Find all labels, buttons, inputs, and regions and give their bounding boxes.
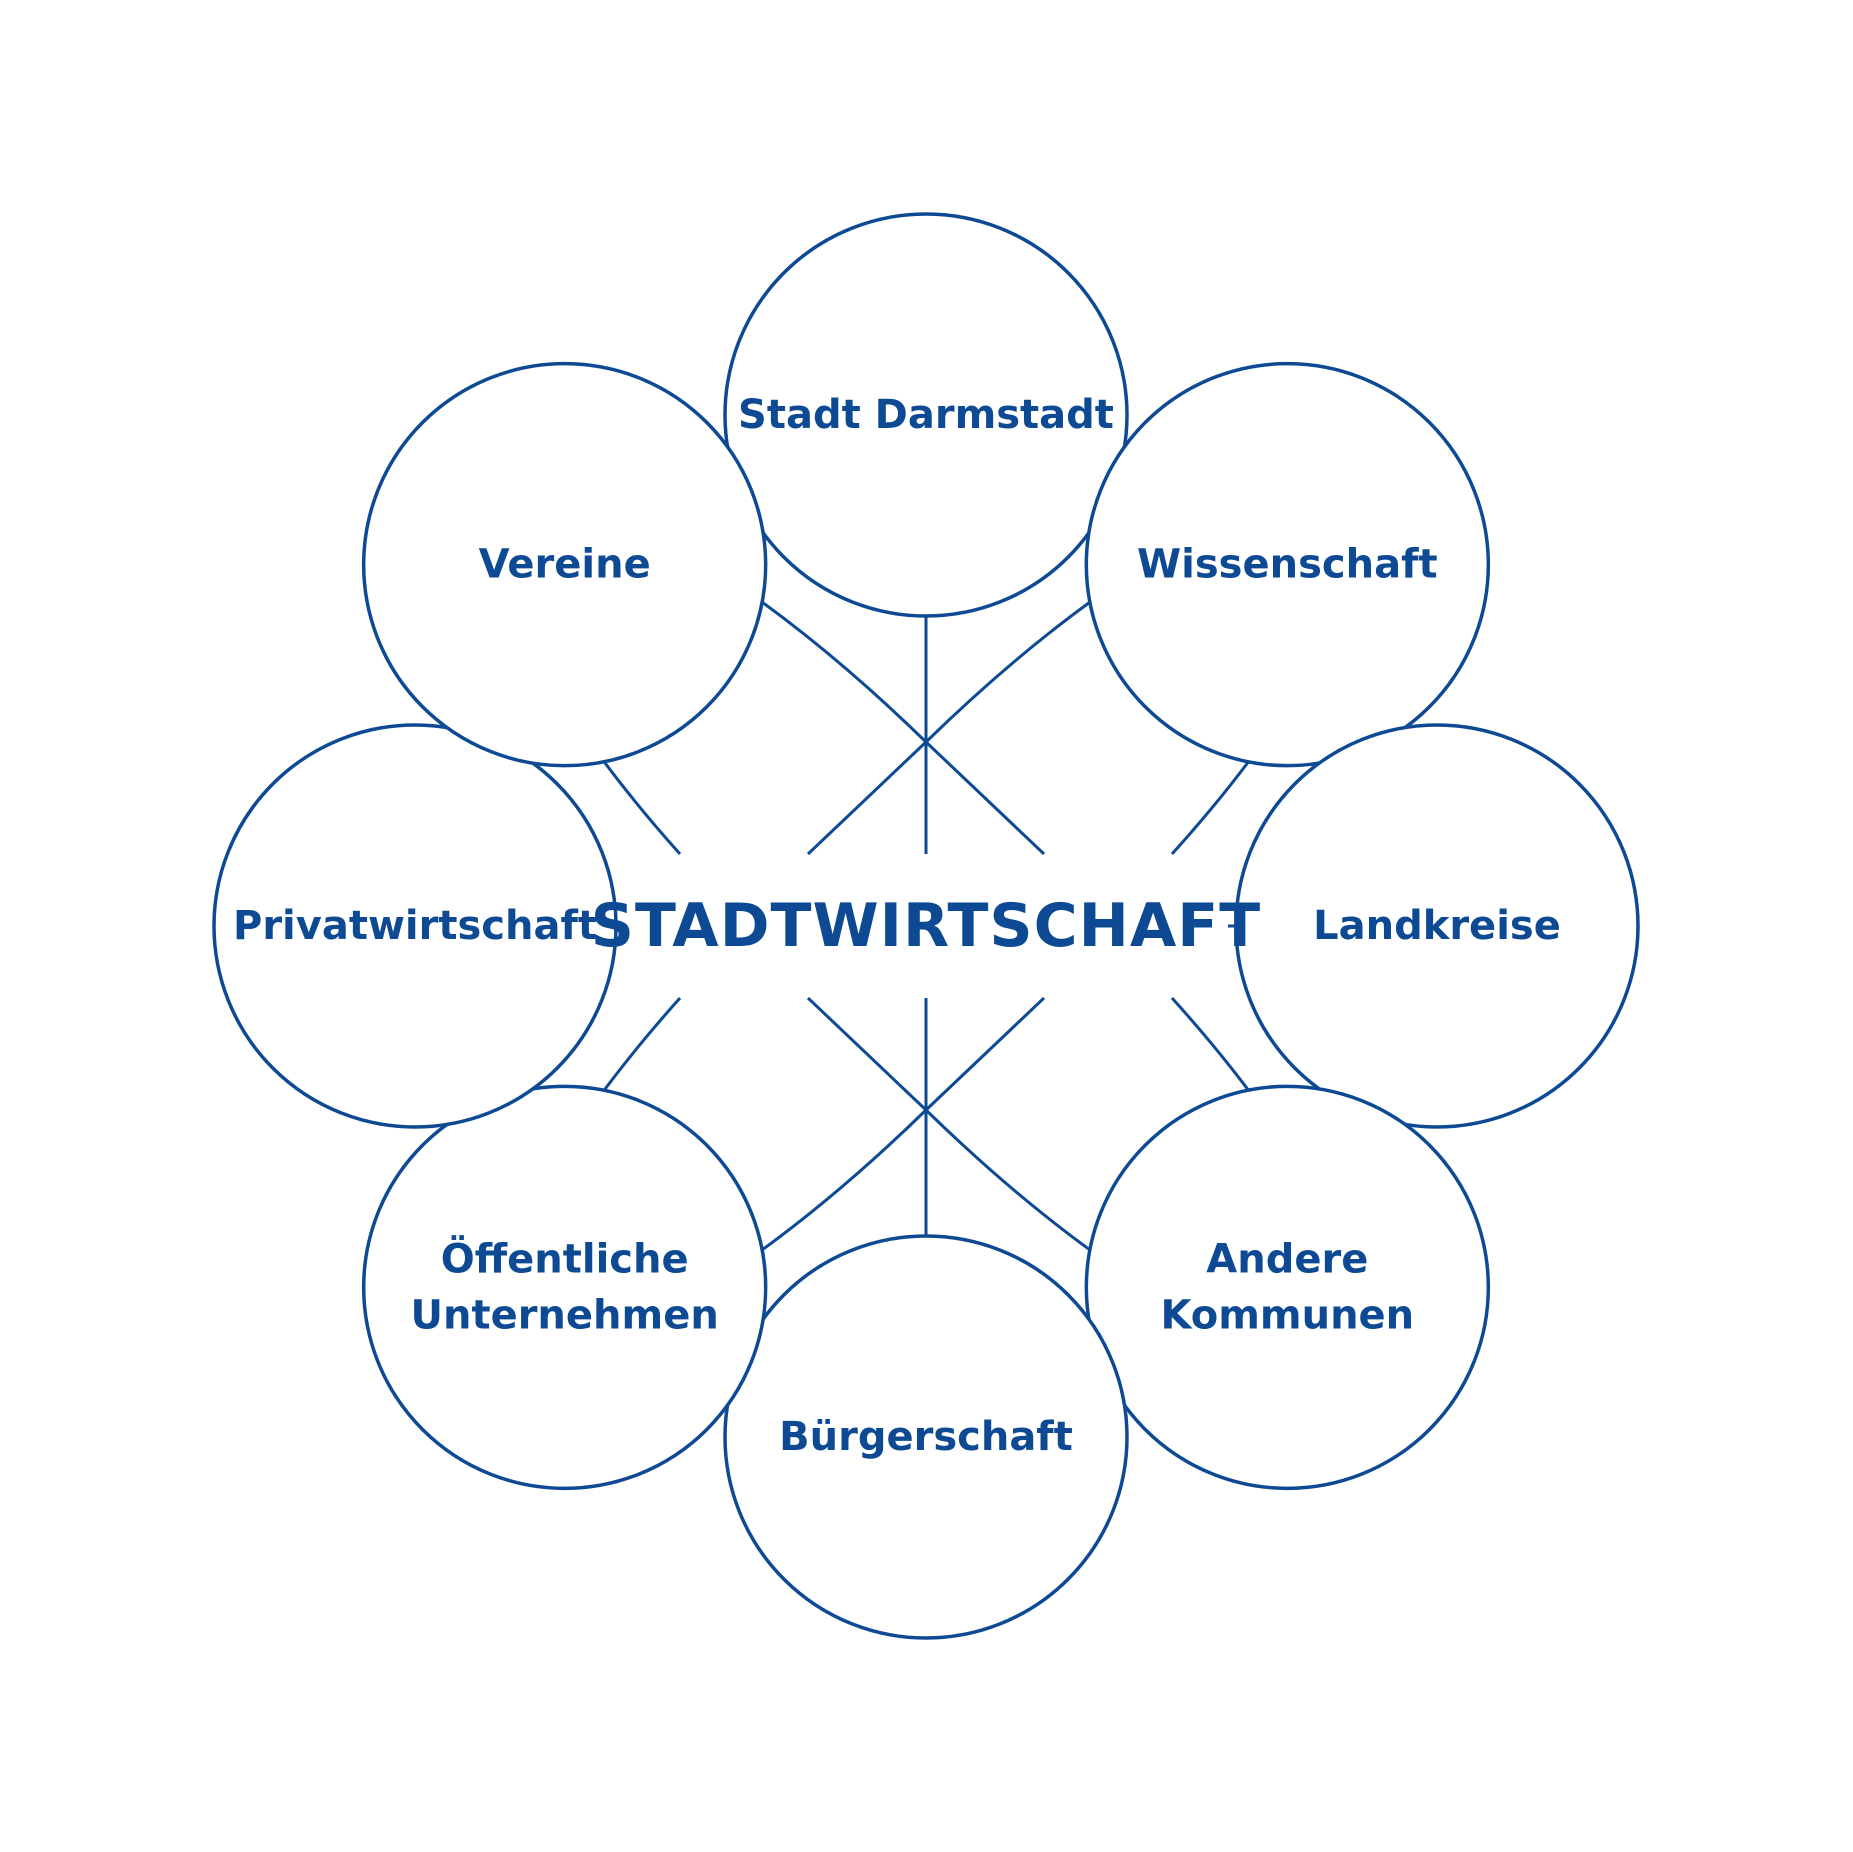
node-label: Stadt Darmstadt [738,392,1114,438]
node-circle [361,361,768,768]
node-buergerschaft: Bürgerschaft [723,1234,1129,1640]
node-landkreise: Landkreise [1234,723,1640,1129]
node-label: Öffentliche [441,1234,689,1282]
node-stadt-darmstadt: Stadt Darmstadt [723,212,1129,618]
stakeholder-nodes: Stadt DarmstadtWissenschaftLandkreiseAnd… [212,212,1640,1640]
center-label: STADTWIRTSCHAFT [591,891,1261,961]
node-label: Wissenschaft [1137,542,1438,588]
node-wissenschaft: Wissenschaft [1084,361,1491,768]
node-circle [212,723,618,1129]
node-circle [1234,723,1640,1129]
node-label: Privatwirtschaft [233,903,597,949]
node-label: Unternehmen [411,1292,719,1338]
node-circle [723,1234,1129,1640]
node-label: Kommunen [1160,1292,1414,1338]
node-privatwirtschaft: Privatwirtschaft [212,723,618,1129]
node-vereine: Vereine [361,361,768,768]
node-label: Vereine [479,542,651,588]
node-label: Bürgerschaft [779,1414,1073,1460]
node-circle [361,1084,768,1491]
node-label: Landkreise [1313,903,1561,949]
node-circle [723,212,1129,618]
node-circle [1084,361,1491,768]
node-circle [1084,1084,1491,1491]
node-label: Andere [1206,1236,1368,1282]
